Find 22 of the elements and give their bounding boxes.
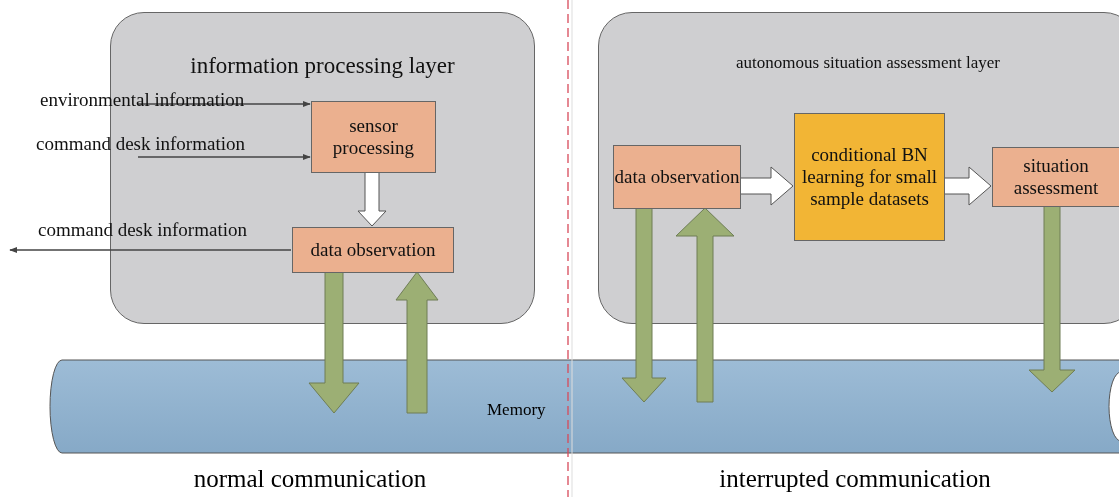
layer-title: autonomous situation assessment layer bbox=[735, 53, 1001, 73]
block-arrow bbox=[739, 166, 794, 206]
block-arrow bbox=[357, 171, 387, 227]
memory-label: Memory bbox=[487, 400, 546, 420]
block-arrow bbox=[943, 166, 992, 206]
block-arrow bbox=[1028, 205, 1076, 393]
layer-panel bbox=[598, 12, 1119, 324]
section-caption: normal communication bbox=[192, 465, 428, 493]
section-caption: interrupted communication bbox=[718, 465, 992, 493]
block-arrow bbox=[621, 207, 667, 403]
layer-title: information processing layer bbox=[189, 53, 456, 79]
process-box: data observation bbox=[292, 227, 454, 273]
block-arrow bbox=[395, 271, 439, 414]
block-arrow bbox=[675, 207, 735, 403]
arrow bbox=[9, 246, 292, 254]
process-box: conditional BN learning for small sample datasets bbox=[794, 113, 945, 241]
arrow bbox=[137, 100, 311, 108]
process-box: sensor processing bbox=[311, 101, 436, 173]
arrow bbox=[137, 153, 311, 161]
process-box: situation assessment bbox=[992, 147, 1119, 207]
block-arrow bbox=[308, 271, 360, 414]
process-box: data observation bbox=[613, 145, 741, 209]
